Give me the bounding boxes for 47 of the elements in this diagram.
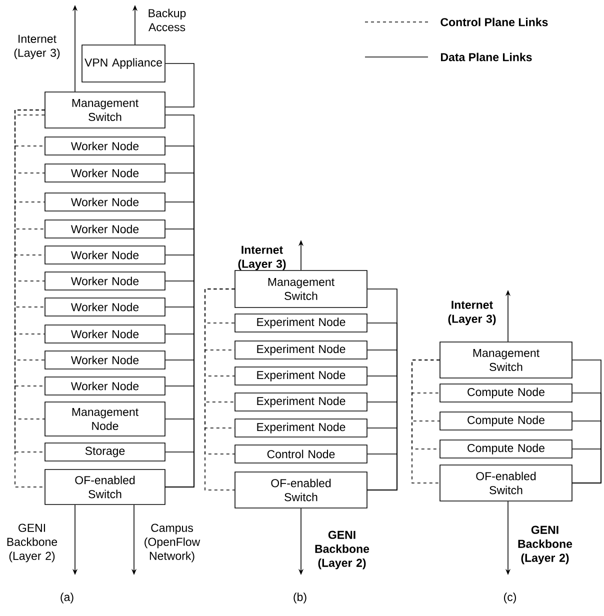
device-box: Compute Node: [440, 440, 572, 458]
edge-label: Internet (Layer 3): [238, 246, 286, 270]
device-box: Worker Node: [44, 350, 166, 370]
edge-label: GENI Backbone (Layer 2): [518, 526, 572, 564]
device-box: Storage: [44, 442, 166, 462]
control-link-line: [412, 360, 440, 484]
device-box: OF-enabled Switch: [234, 472, 368, 508]
device-box: Experiment Node: [234, 366, 368, 386]
legend-text: Control Plane Links: [440, 18, 548, 26]
device-box: OF-enabled Switch: [44, 469, 166, 505]
edge-label: GENI Backbone (Layer 2): [315, 530, 370, 570]
data-link-line: [367, 454, 398, 490]
device-box: Worker Node: [44, 246, 166, 264]
data-link-line: [572, 448, 602, 484]
device-box: Worker Node: [44, 376, 166, 396]
data-link-line: [165, 63, 194, 108]
device-box: Experiment Node: [234, 340, 368, 360]
panel-label: (b): [294, 592, 306, 604]
panel-label: (a): [60, 592, 74, 604]
device-box: Compute Node: [440, 412, 572, 430]
device-box: Management Switch: [234, 270, 368, 308]
device-box: Management Switch: [440, 342, 572, 378]
device-box: Worker Node: [44, 324, 166, 344]
panel-label: (c): [504, 592, 516, 604]
device-box: VPN Appliance: [82, 44, 166, 82]
edge-label: GENI Backbone (Layer 2): [7, 524, 58, 562]
device-box: Worker Node: [44, 192, 166, 212]
edge-label: Internet (Layer 3): [448, 300, 496, 326]
device-box: Management Switch: [44, 92, 166, 128]
edge-label: Internet (Layer 3): [14, 34, 60, 60]
device-box: Worker Node: [44, 136, 166, 156]
device-box: Worker Node: [44, 272, 166, 290]
data-link-line: [165, 452, 194, 488]
device-box: Control Node: [234, 444, 368, 464]
device-box: Experiment Node: [234, 418, 368, 438]
device-box: Management Node: [44, 402, 166, 436]
device-box: Worker Node: [44, 298, 166, 316]
control-link-line: [204, 288, 235, 490]
legend-text: Data Plane Links: [441, 52, 532, 62]
device-box: Experiment Node: [234, 392, 368, 412]
device-box: Experiment Node: [234, 314, 368, 332]
device-box: OF-enabled Switch: [440, 464, 572, 502]
edge-label: Backup Access: [148, 8, 186, 32]
device-box: Compute Node: [440, 384, 572, 402]
device-box: Worker Node: [44, 164, 166, 182]
device-box: Worker Node: [44, 220, 166, 238]
edge-label: Campus (OpenFlow Network): [144, 524, 200, 562]
